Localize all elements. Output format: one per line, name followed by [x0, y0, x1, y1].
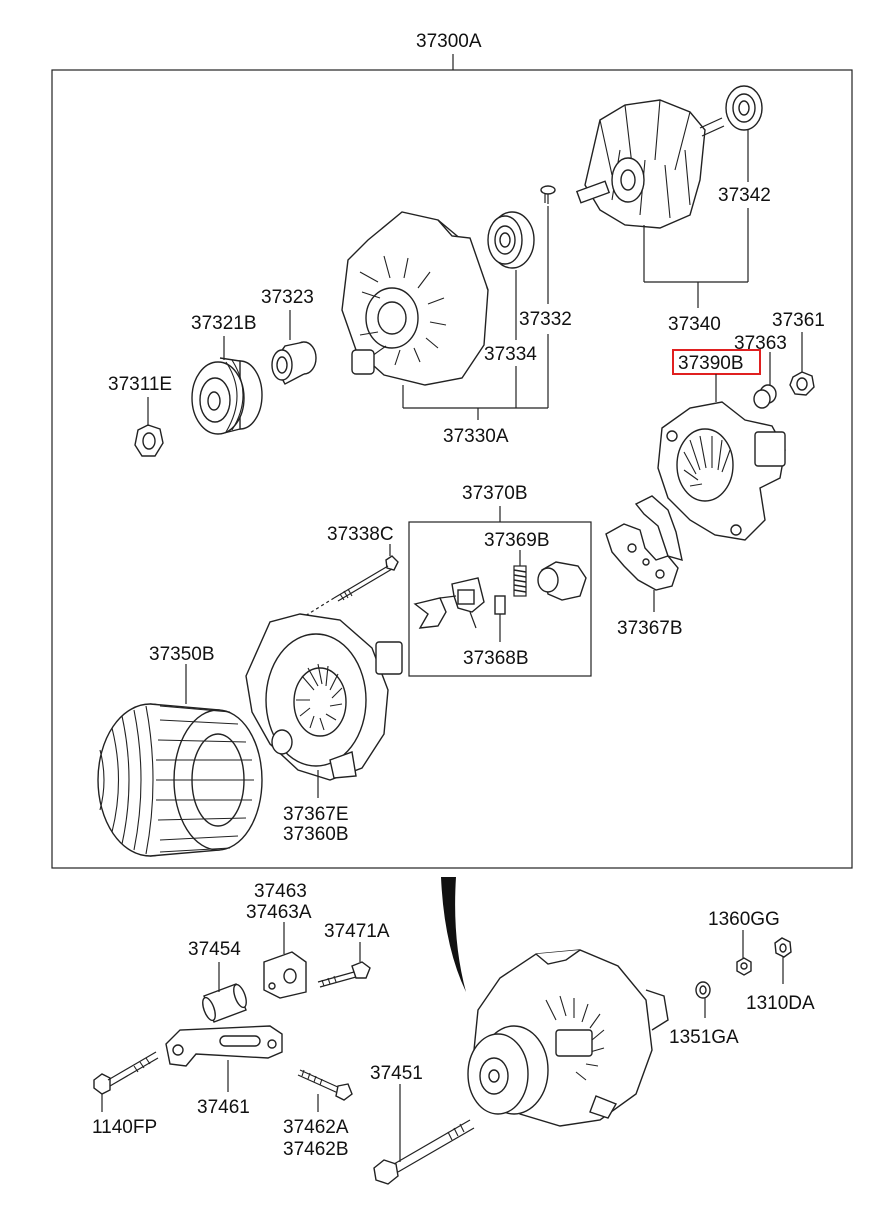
- label-37338C[interactable]: 37338C: [327, 524, 394, 545]
- alternator-assembly-part[interactable]: [467, 949, 669, 1127]
- bolt-1140FP-part[interactable]: [93, 1051, 159, 1095]
- bushing-37454-part[interactable]: [200, 983, 249, 1023]
- label-37321B[interactable]: 37321B: [191, 313, 257, 334]
- bushing-37363-part[interactable]: [753, 384, 777, 409]
- stator-part[interactable]: [97, 703, 263, 857]
- bolt-37462-part[interactable]: [297, 1069, 353, 1101]
- label-37367B[interactable]: 37367B: [617, 618, 683, 639]
- nut-37361-part[interactable]: [789, 371, 815, 396]
- spacer-37323-part[interactable]: [271, 341, 317, 385]
- cap-part[interactable]: [537, 561, 587, 601]
- label-1310DA[interactable]: 1310DA: [746, 993, 815, 1014]
- brush-37368B-part[interactable]: [494, 595, 506, 615]
- label-37461[interactable]: 37461: [197, 1097, 250, 1118]
- label-37350B[interactable]: 37350B: [149, 644, 215, 665]
- label-37368B[interactable]: 37368B: [463, 648, 529, 669]
- rear-cover-part[interactable]: [657, 401, 786, 541]
- rectifier-37367B-part[interactable]: [605, 495, 683, 591]
- rotor-part[interactable]: [575, 99, 725, 229]
- label-37361[interactable]: 37361: [772, 310, 825, 331]
- label-37342[interactable]: 37342: [718, 185, 771, 206]
- nut-1360GG-part[interactable]: [736, 957, 752, 976]
- label-37390B[interactable]: 37390B: [678, 353, 744, 374]
- assembly-frame: [51, 69, 853, 869]
- label-37451[interactable]: 37451: [370, 1063, 423, 1084]
- label-37363[interactable]: 37363: [734, 333, 787, 354]
- front-bracket-part[interactable]: [341, 211, 489, 386]
- spring-37369B-part[interactable]: [513, 565, 527, 597]
- label-37332[interactable]: 37332: [519, 309, 572, 330]
- label-1351GA[interactable]: 1351GA: [669, 1027, 739, 1048]
- label-37462A[interactable]: 37462A: [283, 1117, 349, 1138]
- label-37334[interactable]: 37334: [484, 344, 537, 365]
- brush-holder-part[interactable]: [413, 577, 485, 629]
- pulley-37321B-part[interactable]: [191, 357, 263, 435]
- plate-37463-part[interactable]: [263, 951, 307, 999]
- label-1140FP[interactable]: 1140FP: [92, 1117, 157, 1138]
- label-37367E[interactable]: 37367E: [283, 804, 349, 825]
- nut-1351GA-part[interactable]: [695, 981, 711, 999]
- bolt-37451-part[interactable]: [373, 1119, 475, 1185]
- bracket-37461-part[interactable]: [165, 1025, 283, 1067]
- label-37370B[interactable]: 37370B: [462, 483, 528, 504]
- label-37454[interactable]: 37454: [188, 939, 241, 960]
- bearing-37342-part[interactable]: [725, 85, 763, 131]
- rear-bracket-part[interactable]: [245, 613, 403, 781]
- label-37462B[interactable]: 37462B: [283, 1139, 349, 1160]
- label-37330A[interactable]: 37330A: [443, 426, 509, 447]
- label-37340[interactable]: 37340: [668, 314, 721, 335]
- label-1360GG[interactable]: 1360GG: [708, 909, 780, 930]
- screw-37332-part[interactable]: [540, 185, 556, 204]
- label-37369B[interactable]: 37369B: [484, 530, 550, 551]
- label-37300A[interactable]: 37300A: [416, 31, 482, 52]
- black-arrow: [441, 877, 466, 992]
- label-37323[interactable]: 37323: [261, 287, 314, 308]
- bolt-37471A-part[interactable]: [317, 961, 371, 988]
- nut-37311E-part[interactable]: [134, 424, 164, 457]
- label-37463[interactable]: 37463: [254, 881, 307, 902]
- bolt-37338C-part[interactable]: [333, 555, 399, 602]
- bearing-37334-part[interactable]: [487, 211, 535, 269]
- label-37360B[interactable]: 37360B: [283, 824, 349, 845]
- nut-1310DA-part[interactable]: [774, 937, 792, 958]
- label-37311E[interactable]: 37311E: [108, 374, 172, 395]
- label-37471A[interactable]: 37471A: [324, 921, 390, 942]
- label-37463A[interactable]: 37463A: [246, 902, 312, 923]
